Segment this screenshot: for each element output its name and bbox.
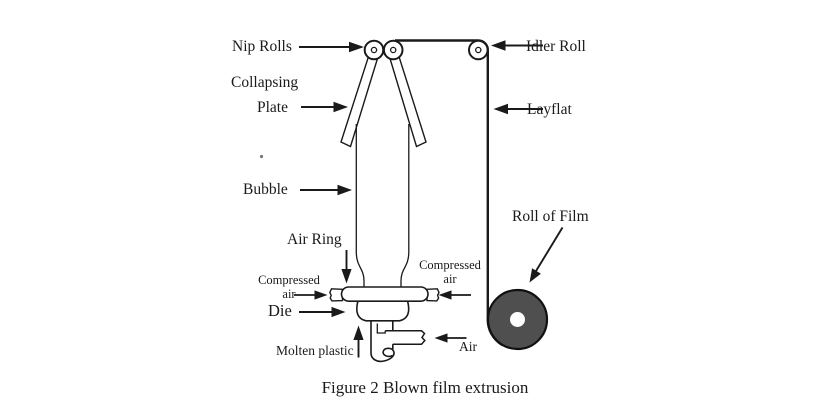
bubble-outline-right (400, 124, 410, 288)
label-idler-roll: Idler Roll (526, 38, 586, 55)
nip-roll-right-axle (389, 46, 397, 54)
label-compressed-air-left-line1: Compressed (258, 273, 320, 287)
label-bubble: Bubble (243, 181, 288, 198)
label-molten-plastic: Molten plastic (276, 343, 354, 358)
arrow-die (299, 306, 346, 318)
label-collapsing: Collapsing (231, 74, 299, 91)
label-nip-rolls: Nip Rolls (232, 38, 292, 55)
air-pipe-elbow (376, 323, 386, 334)
air-ring-body (340, 286, 429, 302)
label-compressed-air-left-line2: air (282, 287, 296, 301)
label-compressed-air-left: Compressed air (250, 273, 328, 301)
arrow-compressed-air-right (438, 290, 471, 300)
arrow-compressed-air-left (294, 290, 328, 300)
collapsing-plate-right (389, 54, 427, 148)
bubble-outline-left (355, 124, 365, 288)
arrow-layflat (493, 103, 543, 115)
arrow-bubble (300, 184, 352, 196)
air-ring-tube-left (329, 288, 344, 302)
arrow-air-ring (341, 250, 352, 284)
melt-pipe-curl (370, 320, 395, 363)
label-compressed-air-right-line1: Compressed (419, 258, 481, 272)
arrow-roll-of-film (529, 227, 564, 283)
die-body (355, 301, 410, 322)
label-die: Die (268, 301, 292, 320)
idler-roll-axle (475, 46, 482, 54)
nip-roll-left-axle (370, 46, 378, 54)
arrow-molten-plastic (353, 325, 364, 358)
label-compressed-air-right-line2: air (443, 272, 457, 286)
arrow-nip-rolls (299, 41, 364, 53)
label-layflat: Layflat (527, 101, 572, 118)
arrow-air (434, 333, 467, 343)
label-plate: Plate (257, 99, 288, 116)
arrow-idler-roll (491, 40, 543, 51)
scan-dot-artifact (259, 154, 264, 159)
figure-caption: Figure 2 Blown film extrusion (321, 378, 529, 397)
label-compressed-air-right: Compressed air (413, 258, 487, 286)
arrow-collapsing-plate (301, 101, 348, 113)
collapsing-plate-left (340, 54, 379, 148)
air-ring-tube-right (426, 288, 440, 302)
label-air-ring: Air Ring (287, 231, 342, 248)
roll-core-hole (510, 312, 525, 327)
label-air: Air (459, 339, 477, 354)
air-inlet-pipe (385, 330, 426, 345)
label-roll-of-film: Roll of Film (512, 208, 589, 225)
